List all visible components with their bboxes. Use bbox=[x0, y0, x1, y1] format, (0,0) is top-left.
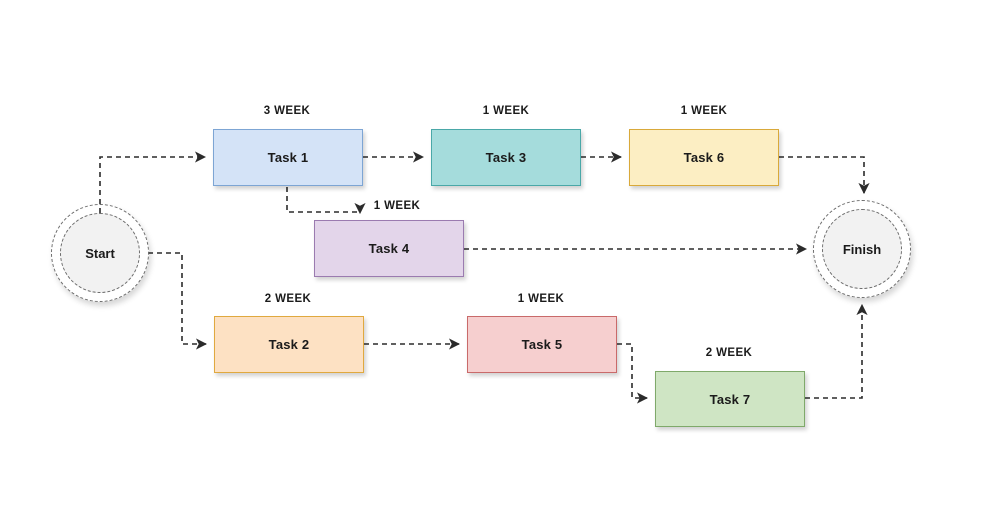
task-node-task3[interactable]: Task 3 bbox=[431, 129, 581, 186]
terminator-finish[interactable]: Finish bbox=[822, 209, 902, 289]
duration-label-task6: 1 WEEK bbox=[680, 105, 728, 117]
duration-label-task1: 3 WEEK bbox=[263, 105, 311, 117]
duration-label-task4: 1 WEEK bbox=[373, 200, 421, 212]
edge-start-to-task1 bbox=[99, 151, 207, 213]
task-node-task1-label: Task 1 bbox=[267, 150, 309, 165]
terminator-start-outer-ring bbox=[51, 204, 149, 302]
task-node-task3-label: Task 3 bbox=[485, 150, 527, 165]
edge-start-to-task2 bbox=[148, 252, 208, 350]
duration-label-task3: 1 WEEK bbox=[482, 105, 530, 117]
task-node-task2-label: Task 2 bbox=[268, 337, 310, 352]
terminator-start-label: Start bbox=[85, 245, 115, 261]
task-node-task5-label: Task 5 bbox=[521, 337, 563, 352]
task-node-task7-label: Task 7 bbox=[709, 391, 751, 407]
duration-label-task5: 1 WEEK bbox=[517, 293, 565, 305]
edge-task6-to-finish bbox=[779, 156, 870, 195]
task-node-task4[interactable]: Task 4 bbox=[314, 220, 464, 277]
task-node-task7[interactable]: Task 7 bbox=[655, 371, 805, 427]
task-node-task2[interactable]: Task 2 bbox=[214, 316, 364, 373]
terminator-start[interactable]: Start bbox=[60, 213, 140, 293]
terminator-finish-outer-ring bbox=[813, 200, 911, 298]
task-node-task6[interactable]: Task 6 bbox=[629, 129, 779, 186]
edge-task5-to-task7 bbox=[617, 343, 649, 404]
edge-task1-to-task4 bbox=[286, 187, 366, 215]
duration-label-task7: 2 WEEK bbox=[705, 347, 753, 359]
task-node-task1[interactable]: Task 1 bbox=[213, 129, 363, 186]
task-node-task5[interactable]: Task 5 bbox=[467, 316, 617, 373]
task-node-task6-label: Task 6 bbox=[683, 150, 725, 165]
terminator-finish-label: Finish bbox=[842, 241, 882, 257]
edge-task7-to-finish bbox=[805, 303, 868, 399]
task-node-task4-label: Task 4 bbox=[368, 241, 410, 256]
duration-label-task2: 2 WEEK bbox=[264, 293, 312, 305]
